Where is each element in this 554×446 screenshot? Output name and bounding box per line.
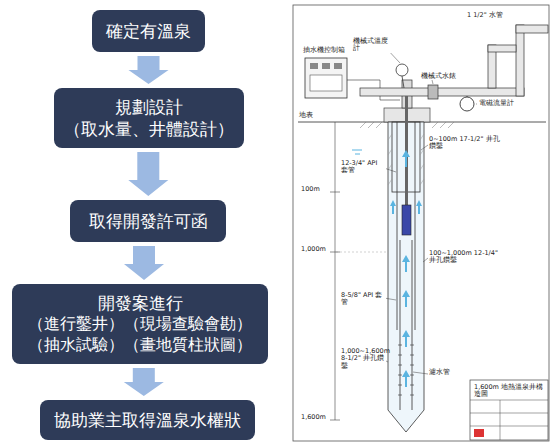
drawing-note: 1,600m (300, 414, 327, 421)
box-heading: 開發案進行 (98, 292, 183, 314)
box-text: （取水量、井體設計） (64, 118, 234, 140)
flow-arrow (124, 368, 164, 396)
dimension-line (335, 122, 336, 420)
drawing-note: 機械式溫度計 (352, 38, 394, 53)
control-switch (334, 63, 342, 69)
drawing-note: 8-5/8" API 套管 (340, 292, 386, 307)
process-box: 取得開發許可函 (70, 200, 226, 242)
box-heading: 規劃設計 (115, 96, 183, 118)
box-heading: 協助業主取得溫泉水權狀 (54, 409, 241, 431)
flow-meter-stem (467, 96, 468, 97)
box-text: （進行鑿井）（現場查驗會勘） (28, 314, 252, 335)
flow-arrow (128, 152, 168, 196)
submersible-pump (402, 205, 411, 235)
box-heading: 取得開發許可函 (89, 210, 208, 232)
control-panel (310, 75, 342, 91)
process-box: 協助業主取得溫泉水權狀 (40, 400, 255, 440)
drawing-note: 1,600m 地熱溫泉井構造圖 (473, 384, 547, 399)
liner (412, 240, 413, 410)
leader-lines (384, 47, 477, 374)
drawing-note: 1 1/2" 水管 (466, 12, 504, 19)
thermometer-gauge (396, 64, 408, 76)
drawing-note: 1,000m (300, 246, 327, 253)
drawing-note: 機械式水錶 (420, 73, 457, 80)
production-casing (415, 122, 416, 330)
title-block-rule (470, 400, 548, 401)
screen-slots (398, 345, 414, 395)
drawing-note: 濾水管 (428, 369, 451, 376)
box-heading: 確定有溫泉 (106, 20, 191, 42)
depth-guide (336, 252, 386, 253)
title-block (470, 380, 548, 440)
water-table-marks (352, 150, 362, 154)
flow-arrow (124, 246, 164, 280)
outlet-pipe (516, 25, 548, 33)
discharge-pipe (360, 88, 524, 96)
drawing-frame (293, 5, 549, 441)
flow-arrows (390, 150, 422, 387)
flow-arrow (129, 56, 169, 84)
control-switch (310, 63, 318, 69)
drawing-note: 電磁流量計 (478, 100, 515, 107)
control-switch (322, 63, 330, 69)
box-text: （抽水試驗）（畫地質柱狀圖） (28, 335, 252, 356)
production-casing (397, 122, 398, 330)
process-box: 開發案進行（進行鑿井）（現場查驗會勘）（抽水試驗）（畫地質柱狀圖） (12, 284, 268, 364)
dimension-tick (330, 420, 340, 421)
title-block-rule (470, 413, 548, 414)
dimension-tick (330, 252, 340, 253)
drawing-note: 100~1,000m 12-1/4" 井孔鑽鑿 (428, 250, 506, 265)
flow-meter (460, 97, 474, 111)
process-box: 規劃設計（取水量、井體設計） (54, 88, 244, 148)
liner (400, 240, 401, 410)
drawing-note: 地表 (298, 112, 314, 119)
drawing-note: 12-3/4" API 套管 (340, 160, 386, 175)
gauge-stem (402, 76, 404, 88)
company-logo (474, 429, 484, 437)
title-block-rule (500, 400, 501, 440)
control-box (305, 58, 347, 98)
drawing-note: 0~100m 17-1/2" 井孔鑽鑿 (428, 136, 502, 151)
title-block-rule (470, 426, 548, 427)
riser-pipe (516, 25, 524, 96)
drawing-note: 抽水機控制箱 (302, 47, 346, 54)
dimension-tick (330, 192, 340, 193)
drawing-note: 100m (300, 186, 321, 193)
water-meter (428, 85, 438, 99)
process-box: 確定有溫泉 (92, 10, 205, 52)
branch-pipe (488, 45, 516, 52)
drawing-note: 1,000~1,600m 8-1/2" 井孔鑽鑿 (340, 348, 386, 370)
